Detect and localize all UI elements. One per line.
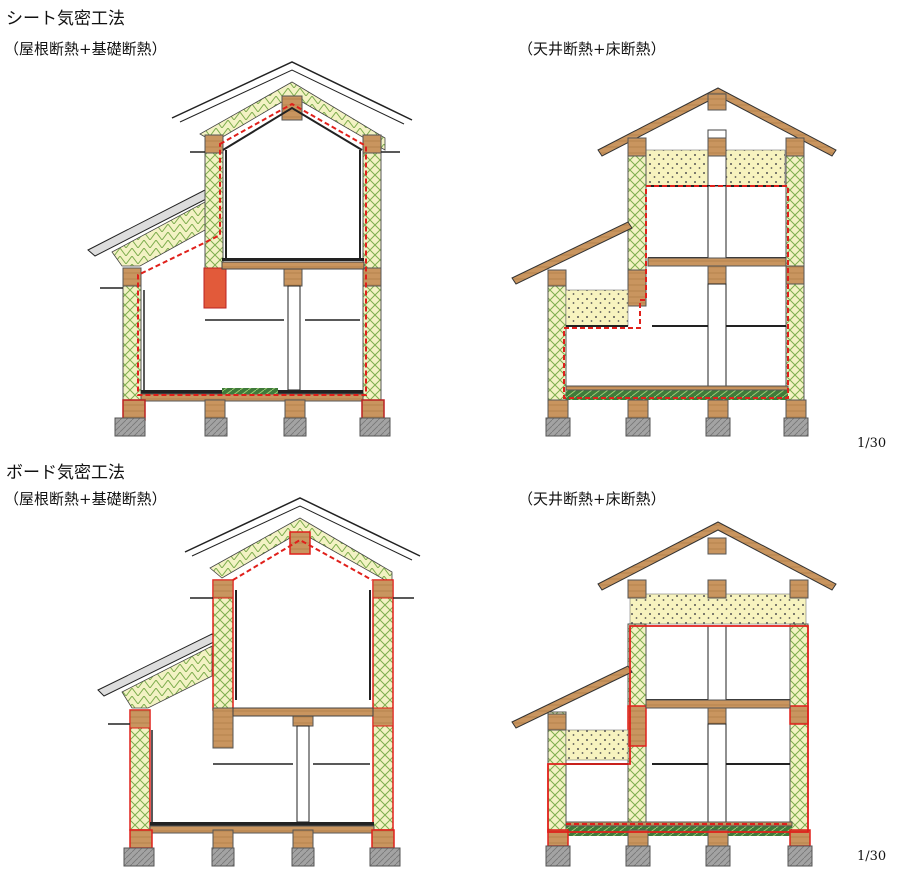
diagram-sheet-ceiling-insulation bbox=[511, 87, 837, 437]
diagram-board-roof-insulation bbox=[97, 497, 421, 867]
section-title-board: ボード気密工法 bbox=[6, 463, 125, 483]
caption-roof-foundation: （屋根断熱+基礎断熱） bbox=[4, 40, 167, 58]
caption-ceiling-floor: （天井断熱+床断熱） bbox=[518, 40, 666, 58]
diagram-board-ceiling-insulation bbox=[511, 521, 837, 867]
scale-label: 1/30 bbox=[857, 436, 887, 451]
diagram-sheet-roof-insulation bbox=[87, 61, 413, 437]
section-title-sheet: シート気密工法 bbox=[6, 9, 125, 29]
caption-roof-foundation: （屋根断熱+基礎断熱） bbox=[4, 490, 167, 508]
scale-label: 1/30 bbox=[857, 849, 887, 864]
caption-ceiling-floor: （天井断熱+床断熱） bbox=[518, 490, 666, 508]
